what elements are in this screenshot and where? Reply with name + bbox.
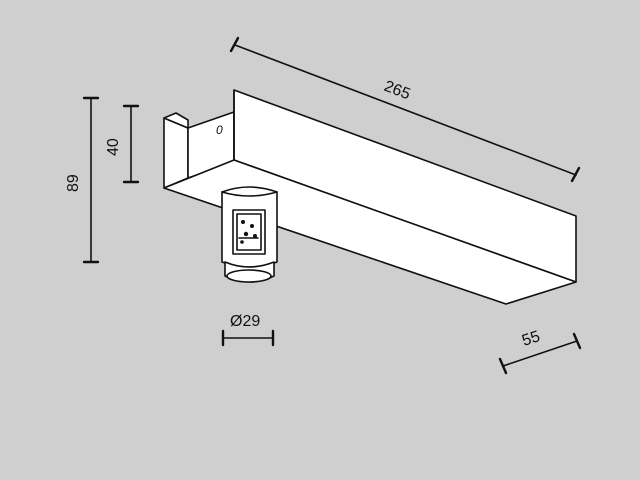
cylinder-connector xyxy=(221,186,278,283)
dimension-width: 55 xyxy=(498,328,582,375)
dimension-body-height-label: 40 xyxy=(105,138,122,156)
dimension-total-height: 89 xyxy=(65,96,100,264)
dimension-diameter: Ø29 xyxy=(221,313,275,347)
dimension-diameter-label: Ø29 xyxy=(230,313,260,330)
mounting-bracket: 0 xyxy=(163,111,235,189)
connector-window xyxy=(232,209,266,255)
dimension-length-label: 265 xyxy=(382,78,413,103)
dimension-width-label: 55 xyxy=(520,328,542,350)
dimension-body-height: 40 xyxy=(105,104,140,184)
body-marking: 0 xyxy=(216,123,223,137)
dimension-total-height-label: 89 xyxy=(65,174,82,192)
